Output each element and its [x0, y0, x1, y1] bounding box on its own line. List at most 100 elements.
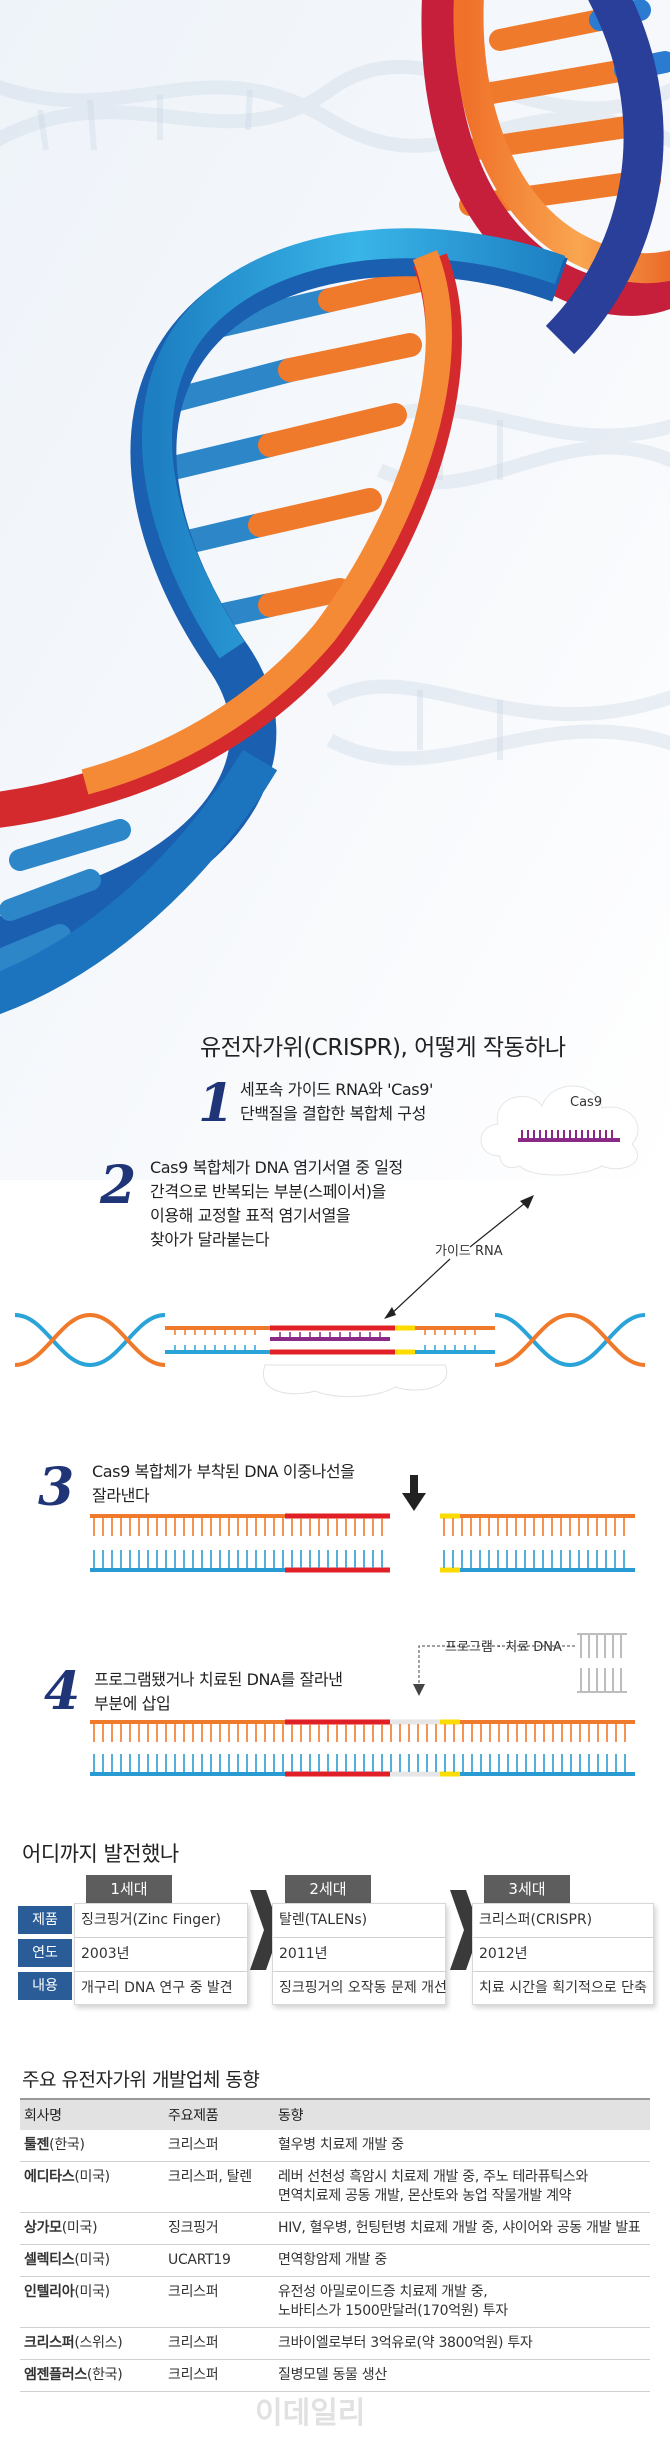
company-trend: 유전성 아밀로이드증 치료제 개발 중, 노바티스가 1500만달러(170억원)… — [274, 2276, 650, 2328]
gen3-content: 치료 시간을 획기적으로 단축 — [479, 1980, 647, 1996]
company-name-cell: 툴젠(한국) — [20, 2130, 164, 2162]
step1-number: 1 — [198, 1073, 235, 1134]
guide-rna-label: 가이드 RNA — [435, 1244, 503, 1259]
companies-title: 주요 유전자가위 개발업체 동향 — [22, 2069, 260, 2091]
step4-line2: 부분에 삽입 — [94, 1694, 171, 1713]
cas9-label: Cas9 — [570, 1095, 602, 1110]
company-product: UCART19 — [164, 2244, 274, 2277]
header-trend: 동향 — [274, 2098, 650, 2130]
gen3-card: 크리스퍼(CRISPR) 2012년 치료 시간을 획기적으로 단축 — [472, 1903, 654, 2005]
company-product: 크리스퍼 — [164, 2359, 274, 2392]
step1-line2: 단백질을 결합한 복합체 구성 — [240, 1104, 426, 1123]
company-country: (한국) — [49, 2137, 85, 2153]
step1-text: 세포속 가이드 RNA와 'Cas9' 단백질을 결합한 복합체 구성 — [240, 1078, 433, 1126]
company-trend: 크바이엘로부터 3억유로(약 3800억원) 투자 — [274, 2327, 650, 2360]
program-dna-label: 프로그램 · 치료 DNA — [445, 1640, 562, 1655]
trend-line: HIV, 혈우병, 헌팅턴병 치료제 개발 중, 샤이어와 공동 개발 발표 — [278, 2220, 641, 2236]
step3-line1: Cas9 복합체가 부착된 DNA 이중나선을 — [92, 1462, 355, 1481]
company-trend: HIV, 혈우병, 헌팅턴병 치료제 개발 중, 샤이어와 공동 개발 발표 — [274, 2212, 650, 2245]
step1-line1: 세포속 가이드 RNA와 'Cas9' — [240, 1080, 434, 1099]
row-label-year: 연도 — [18, 1939, 72, 1967]
company-country: (미국) — [74, 2252, 110, 2268]
company-name-cell: 인텔리아(미국) — [20, 2276, 164, 2328]
dna-insert-diagram — [90, 1719, 635, 1777]
gen1-card: 징크핑거(Zinc Finger) 2003년 개구리 DNA 연구 중 발견 — [74, 1903, 248, 2005]
gen3-product: 크리스퍼(CRISPR) — [473, 1904, 653, 1938]
step2-line1: Cas9 복합체가 DNA 염기서열 중 일정 — [150, 1158, 403, 1177]
step2-line2: 간격으로 반복되는 부분(스페이서)을 — [150, 1182, 386, 1201]
company-name-cell: 에디타스(미국) — [20, 2161, 164, 2213]
gen1-content: 개구리 DNA 연구 중 발견 — [81, 1980, 233, 1996]
company-country: (미국) — [74, 2284, 110, 2300]
dna-double-helix-diagram — [15, 1312, 646, 1398]
company-name: 인텔리아 — [24, 2284, 75, 2300]
gen3-year: 2012년 — [473, 1938, 653, 1972]
company-product: 크리스퍼, 탈렌 — [164, 2161, 274, 2213]
gen3-header: 3세대 — [484, 1875, 570, 1903]
company-country: (한국) — [86, 2367, 123, 2383]
company-name-cell: 크리스퍼(스위스) — [20, 2327, 164, 2360]
trend-line: 면역치료제 공동 개발, 몬산토와 농업 작물개발 계약 — [278, 2188, 572, 2204]
trend-line: 크바이엘로부터 3억유로(약 3800억원) 투자 — [278, 2335, 533, 2351]
step2-line3: 이용해 교정할 표적 염기서열을 — [150, 1206, 351, 1225]
cas9-cloud: Cas9 — [480, 1085, 639, 1176]
company-trend: 면역항암제 개발 중 — [274, 2244, 650, 2277]
howto-title: 유전자가위(CRISPR), 어떻게 작동하나 — [200, 1035, 566, 1061]
company-name-cell: 상가모(미국) — [20, 2212, 164, 2245]
trend-line: 레버 선천성 흑암시 치료제 개발 중, 주노 테라퓨틱스와 — [278, 2169, 588, 2185]
program-dna-piece — [413, 1633, 627, 1696]
cut-arrow-icon — [402, 1475, 426, 1511]
guide-rna-arrow: 가이드 RNA — [384, 1195, 534, 1319]
company-name: 상가모 — [24, 2220, 62, 2236]
step2-line4: 찾아가 달라붙는다 — [150, 1230, 270, 1249]
gen2-year: 2011년 — [273, 1938, 445, 1972]
trend-line: 면역항암제 개발 중 — [278, 2252, 387, 2268]
company-name-cell: 엠젠플러스(한국) — [20, 2359, 164, 2392]
gen1-header: 1세대 — [86, 1875, 172, 1903]
development-title: 어디까지 발전했나 — [22, 1842, 179, 1866]
gen2-product: 탈렌(TALENs) — [273, 1904, 445, 1938]
gen2-content: 징크핑거의 오작동 문제 개선 — [279, 1980, 447, 1996]
company-country: (스위스) — [74, 2335, 123, 2351]
company-product: 크리스퍼 — [164, 2327, 274, 2360]
company-trend: 혈우병 치료제 개발 중 — [274, 2130, 650, 2162]
row-label-product: 제품 — [18, 1906, 72, 1934]
company-name: 에디타스 — [24, 2169, 75, 2185]
step4-text: 프로그램됐거나 치료된 DNA를 잘라낸 부분에 삽입 — [94, 1668, 343, 1716]
company-name: 엠젠플러스 — [24, 2367, 87, 2383]
company-name: 셀렉티스 — [24, 2252, 75, 2268]
header-company: 회사명 — [20, 2098, 164, 2130]
gen1-year: 2003년 — [75, 1938, 247, 1972]
company-name: 툴젠 — [24, 2137, 50, 2153]
trend-line: 유전성 아밀로이드증 치료제 개발 중, — [278, 2284, 488, 2300]
gen1-product: 징크핑거(Zinc Finger) — [75, 1904, 247, 1938]
company-name: 크리스퍼 — [24, 2335, 75, 2351]
gen2-card: 탈렌(TALENs) 2011년 징크핑거의 오작동 문제 개선 — [272, 1903, 447, 2005]
company-trend: 질병모델 동물 생산 — [274, 2359, 650, 2392]
step2-number: 2 — [100, 1155, 137, 1216]
step3-line2: 잘라낸다 — [92, 1486, 150, 1505]
step4-line1: 프로그램됐거나 치료된 DNA를 잘라낸 — [94, 1670, 343, 1689]
company-country: (미국) — [74, 2169, 110, 2185]
company-country: (미국) — [61, 2220, 98, 2236]
dna-cut-diagram — [90, 1513, 635, 1573]
row-label-content: 내용 — [18, 1972, 72, 2000]
step2-text: Cas9 복합체가 DNA 염기서열 중 일정 간격으로 반복되는 부분(스페이… — [150, 1156, 403, 1252]
gen2-header: 2세대 — [285, 1875, 371, 1903]
dna-hero-illustration — [0, 0, 670, 1180]
company-product: 크리스퍼 — [164, 2276, 274, 2328]
trend-line: 노바티스가 1500만달러(170억원) 투자 — [278, 2303, 508, 2319]
header-product: 주요제품 — [164, 2098, 274, 2130]
trend-line: 혈우병 치료제 개발 중 — [278, 2137, 404, 2153]
step3-text: Cas9 복합체가 부착된 DNA 이중나선을 잘라낸다 — [92, 1460, 355, 1508]
company-name-cell: 셀렉티스(미국) — [20, 2244, 164, 2277]
